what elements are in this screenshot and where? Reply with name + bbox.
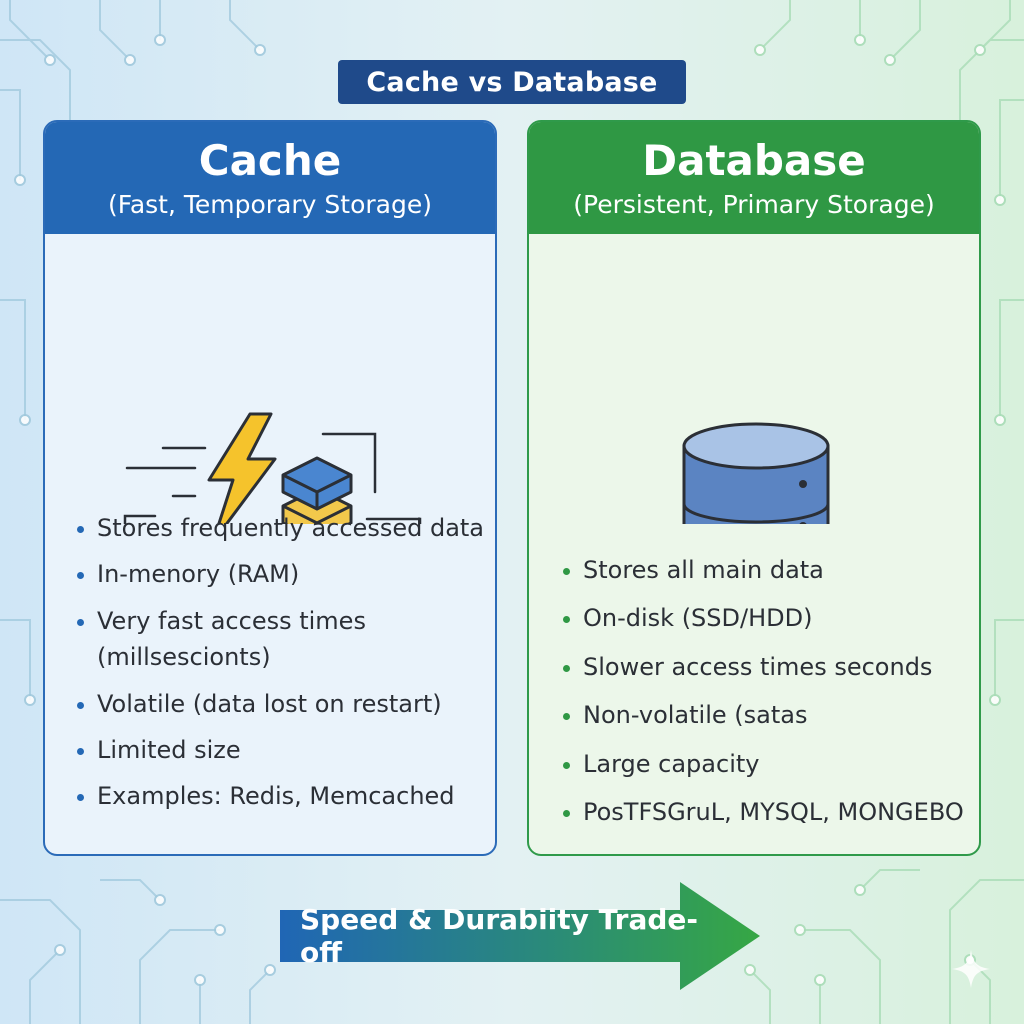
database-illustration — [682, 422, 830, 524]
cache-panel: Cache (Fast, Temporary Storage) Stor — [43, 120, 497, 856]
bullet-dot — [77, 701, 84, 709]
connector-line — [365, 517, 422, 524]
database-subtitle: (Persistent, Primary Storage) — [573, 189, 935, 219]
bullet-dot — [77, 747, 84, 755]
tradeoff-arrow: Speed & Durabiity Trade-off — [280, 882, 762, 990]
cache-bullet-list: Stores frequently accessed data In-menor… — [73, 512, 493, 827]
bullet-dot — [563, 664, 570, 672]
database-bullet-list: Stores all main data On-disk (SSD/HDD) S… — [559, 554, 974, 844]
bullet-dot — [77, 572, 84, 580]
list-item-text: Non-volatile (satas — [583, 701, 808, 730]
page-title: Cache vs Database — [338, 60, 686, 104]
database-cylinder-icon — [682, 422, 830, 524]
list-item: Slower access times seconds — [559, 651, 974, 683]
list-item: Very fast access times — [73, 605, 493, 637]
list-item-text: Volatile (data lost on restart) — [97, 689, 442, 718]
connector-line — [123, 514, 157, 524]
list-item: Examples: Redis, Memcached — [73, 780, 493, 812]
lightning-icon — [207, 412, 277, 524]
sparkle-icon — [952, 950, 990, 988]
list-item: In-menory (RAM) — [73, 558, 493, 590]
tradeoff-label: Speed & Durabiity Trade-off — [300, 903, 699, 969]
list-item: PosTFSGruL, MYSQL, MONGEBO — [559, 796, 974, 828]
list-item: Non-volatile (satas — [559, 699, 974, 731]
list-item: Stores frequently accessed data — [73, 512, 493, 544]
list-item-text: Slower access times seconds — [583, 652, 933, 681]
bullet-dot — [563, 713, 570, 721]
bullet-dot — [77, 526, 84, 533]
bullet-dot — [563, 761, 570, 769]
bullet-dot — [563, 809, 570, 817]
list-item-text: On-disk (SSD/HDD) — [583, 604, 813, 633]
list-item: Volatile (data lost on restart) — [73, 688, 493, 720]
cache-title: Cache — [198, 135, 342, 185]
cache-illustration — [123, 412, 422, 524]
bullet-dot — [77, 618, 84, 626]
cache-subtitle: (Fast, Temporary Storage) — [108, 189, 432, 219]
list-item-text: PosTFSGruL, MYSQL, MONGEBO — [583, 797, 964, 826]
database-header: Database (Persistent, Primary Storage) — [529, 122, 979, 234]
list-item: Large capacity — [559, 748, 974, 780]
list-item-text: (millsescionts) — [97, 643, 271, 672]
list-item-text: Limited size — [97, 735, 241, 764]
list-item-continuation: (millsescionts) — [73, 641, 493, 673]
memory-stack-icon — [281, 456, 353, 524]
list-item: Limited size — [73, 734, 493, 766]
list-item-text: Examples: Redis, Memcached — [97, 782, 455, 811]
connector-line — [321, 432, 377, 494]
list-item: Stores all main data — [559, 554, 974, 586]
bullet-dot — [563, 568, 570, 575]
bullet-dot — [563, 616, 570, 624]
list-item-text: Very fast access times — [97, 606, 366, 635]
list-item: On-disk (SSD/HDD) — [559, 602, 974, 634]
cache-header: Cache (Fast, Temporary Storage) — [45, 122, 495, 234]
database-title: Database — [642, 135, 866, 185]
list-item-text: Stores frequently accessed data — [97, 514, 485, 542]
bullet-dot — [77, 794, 84, 802]
list-item-text: Stores all main data — [583, 556, 824, 584]
database-panel: Database (Persistent, Primary Storage) S… — [527, 120, 981, 856]
list-item-text: In-menory (RAM) — [97, 560, 300, 589]
arrow-shape — [280, 882, 760, 990]
list-item-text: Large capacity — [583, 749, 760, 778]
